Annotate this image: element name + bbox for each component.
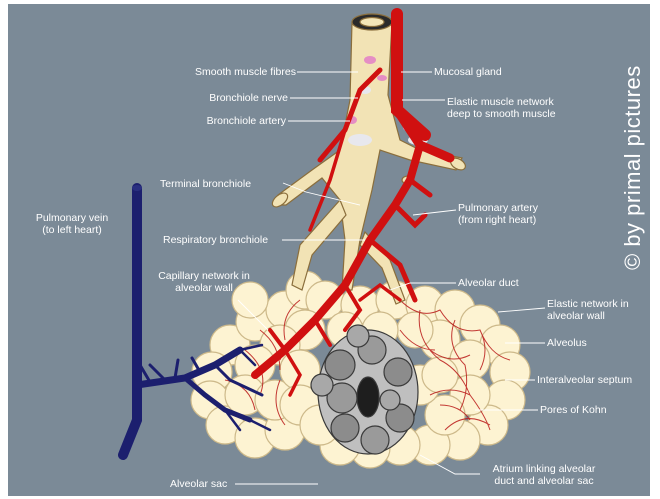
label-pulmonary-vein: Pulmonary vein (to left heart) xyxy=(22,212,122,236)
label-elastic-muscle-network: Elastic muscle network deep to smooth mu… xyxy=(447,96,556,120)
label-respiratory-bronchiole: Respiratory bronchiole xyxy=(163,234,268,246)
copyright-watermark: © by primal pictures xyxy=(620,65,646,270)
label-atrium: Atrium linking alveolar duct and alveola… xyxy=(480,463,608,487)
label-alveolus: Alveolus xyxy=(547,337,587,349)
label-bronchiole-nerve: Bronchiole nerve xyxy=(180,92,288,104)
label-elastic-network: Elastic network in alveolar wall xyxy=(547,298,629,322)
label-smooth-muscle-fibres: Smooth muscle fibres xyxy=(180,66,296,78)
label-bronchiole-artery: Bronchiole artery xyxy=(180,115,286,127)
label-mucosal-gland: Mucosal gland xyxy=(434,66,502,78)
label-alveolar-duct: Alveolar duct xyxy=(458,277,519,289)
label-interalveolar-septum: Interalveolar septum xyxy=(537,374,632,386)
label-pulmonary-artery: Pulmonary artery (from right heart) xyxy=(458,202,538,226)
label-alveolar-sac: Alveolar sac xyxy=(170,478,227,490)
label-capillary-network: Capillary network in alveolar wall xyxy=(148,270,260,294)
label-pores-of-kohn: Pores of Kohn xyxy=(540,404,607,416)
label-terminal-bronchiole: Terminal bronchiole xyxy=(160,178,251,190)
